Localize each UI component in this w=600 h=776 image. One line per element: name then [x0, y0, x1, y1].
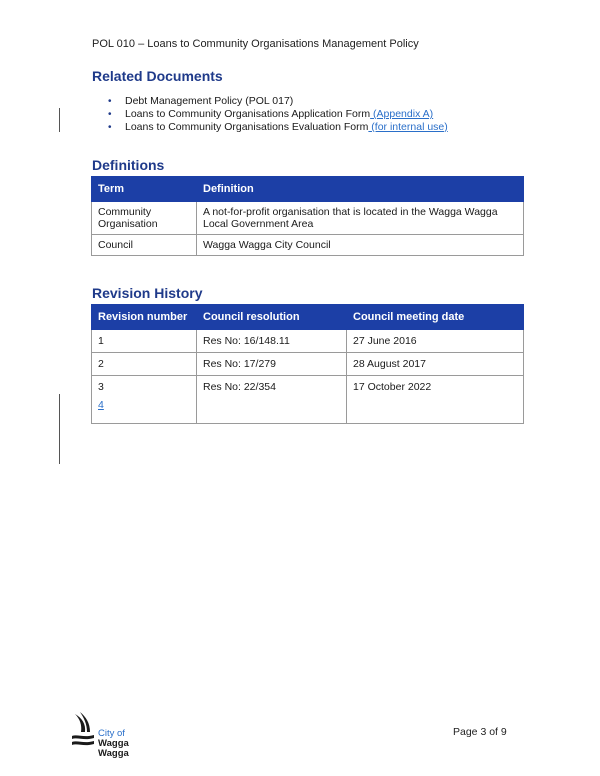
- table-row: Council Wagga Wagga City Council: [91, 234, 524, 256]
- definitions-heading: Definitions: [92, 157, 165, 173]
- logo-wordmark: City of Wagga Wagga: [98, 728, 129, 759]
- page-number: Page 3 of 9: [453, 726, 507, 738]
- meeting-date-cell: 17 October 2022: [346, 375, 524, 424]
- table-row: 1 Res No: 16/148.11 27 June 2016: [91, 329, 524, 353]
- table-row: 2 Res No: 17/279 28 August 2017: [91, 352, 524, 376]
- related-documents-heading: Related Documents: [92, 68, 223, 84]
- council-logo: City of Wagga Wagga: [72, 712, 162, 759]
- resolution-cell: Res No: 22/354: [196, 375, 347, 424]
- revision-history-heading: Revision History: [92, 285, 203, 301]
- related-documents-list: Debt Management Policy (POL 017) Loans t…: [108, 95, 448, 134]
- revision-number-link[interactable]: 4: [98, 399, 104, 411]
- definition-cell: A not-for-profit organisation that is lo…: [196, 201, 524, 235]
- column-header-definition: Definition: [196, 176, 524, 202]
- table-row: 3 4 Res No: 22/354 17 October 2022: [91, 375, 524, 424]
- change-bar: [59, 394, 60, 464]
- resolution-cell: Res No: 17/279: [196, 352, 347, 376]
- document-header: POL 010 – Loans to Community Organisatio…: [92, 38, 419, 50]
- appendix-a-link[interactable]: (Appendix A): [370, 108, 434, 120]
- column-header-term: Term: [91, 176, 197, 202]
- term-cell: Council: [91, 234, 197, 256]
- list-item: Loans to Community Organisations Evaluat…: [108, 121, 448, 134]
- meeting-date-cell: 27 June 2016: [346, 329, 524, 353]
- internal-use-link[interactable]: (for internal use): [368, 121, 448, 133]
- revision-number-cell: 2: [91, 352, 197, 376]
- term-cell: Community Organisation: [91, 201, 197, 235]
- column-header-revision-number: Revision number: [91, 304, 197, 330]
- revision-history-table: Revision number Council resolution Counc…: [91, 304, 524, 424]
- column-header-council-resolution: Council resolution: [196, 304, 347, 330]
- definition-cell: Wagga Wagga City Council: [196, 234, 524, 256]
- table-row: Community Organisation A not-for-profit …: [91, 201, 524, 235]
- list-item: Loans to Community Organisations Applica…: [108, 108, 448, 121]
- revision-number-cell: 1: [91, 329, 197, 353]
- resolution-cell: Res No: 16/148.11: [196, 329, 347, 353]
- definitions-table: Term Definition Community Organisation A…: [91, 176, 524, 256]
- wagga-logo-icon: [72, 712, 94, 746]
- column-header-meeting-date: Council meeting date: [346, 304, 524, 330]
- list-item: Debt Management Policy (POL 017): [108, 95, 448, 108]
- change-bar: [59, 108, 60, 132]
- meeting-date-cell: 28 August 2017: [346, 352, 524, 376]
- revision-number-cell: 3 4: [91, 375, 197, 424]
